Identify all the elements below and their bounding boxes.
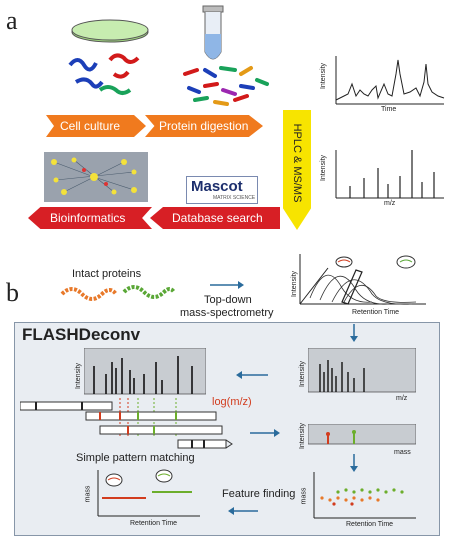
protein-digestion-step: Protein digestion — [145, 115, 263, 137]
protein-digestion-label: Protein digestion — [159, 119, 249, 133]
cell-culture-label: Cell culture — [60, 119, 121, 133]
arrow-left-icon-2 — [228, 507, 258, 515]
database-search-label: Database search — [172, 211, 263, 225]
mascot-logo: Mascot MATRIX SCIENCE — [186, 176, 258, 204]
log-mz-spectrum — [84, 348, 206, 395]
spectrum-ylabel: Intensity — [320, 154, 328, 182]
scatter-xlabel: Retention Time — [346, 521, 394, 528]
mass-plot-xlabel: mass — [394, 449, 411, 456]
mascot-logo-subtext: MATRIX SCIENCE — [213, 195, 256, 201]
cell-culture-step: Cell culture — [46, 115, 146, 137]
arrow-right-icon — [210, 281, 244, 289]
bioinformatics-label: Bioinformatics — [50, 211, 126, 225]
pattern-matching-illustration — [20, 398, 233, 449]
simple-pattern-label: Simple pattern matching — [76, 452, 195, 464]
feature-plot-xlabel: Retention Time — [130, 520, 178, 527]
mz-spectrum-ylabel: Intensity — [299, 360, 307, 388]
arrow-left-icon — [236, 371, 268, 379]
lcms-xlabel: Retention Time — [352, 309, 400, 316]
hplc-ms-label: HPLC & MS/MS — [291, 123, 303, 203]
log-mz-ylabel: Intensity — [75, 362, 83, 390]
mz-spectrum — [308, 348, 416, 393]
arrow-right-icon-2 — [250, 429, 280, 437]
spectrum-xlabel: m/z — [384, 200, 396, 207]
retention-mass-scatter — [313, 472, 416, 519]
ms-spectrum-plot — [335, 150, 444, 199]
protein-digestion-illustration — [183, 5, 269, 106]
bioinformatics-step: Bioinformatics — [28, 207, 152, 229]
arrow-down-icon — [350, 324, 358, 342]
panel-b-letter: b — [6, 278, 19, 307]
intact-proteins-illustration — [60, 285, 176, 301]
feature-plot — [97, 469, 200, 517]
top-down-label-2: mass-spectrometry — [180, 307, 274, 319]
lcms-3d-illustration — [299, 254, 426, 305]
database-search-step: Database search — [150, 207, 280, 229]
chromatogram-plot — [335, 56, 445, 105]
feature-finding-label: Feature finding — [222, 488, 296, 500]
hplc-ms-step — [283, 110, 311, 230]
chromatogram-ylabel: Intensity — [320, 62, 328, 90]
intact-proteins-label: Intact proteins — [72, 268, 142, 280]
arrow-down-icon-2 — [350, 454, 358, 472]
cell-culture-illustration — [68, 19, 149, 95]
bioinformatics-network-image — [44, 152, 148, 202]
flashdeconv-title: FLASHDeconv — [22, 325, 141, 344]
mascot-logo-text: Mascot — [191, 178, 243, 195]
mass-plot-ylabel: Intensity — [299, 422, 307, 450]
feature-plot-ylabel: mass — [84, 485, 92, 503]
scatter-ylabel: mass — [300, 487, 308, 505]
lcms-ylabel: Intensity — [291, 270, 299, 298]
chromatogram-xlabel: Time — [381, 106, 397, 113]
mz-spectrum-xlabel: m/z — [396, 395, 408, 402]
mass-plot — [308, 424, 416, 445]
log-mz-label: log(m/z) — [212, 396, 252, 408]
panel-a-letter: a — [6, 6, 18, 35]
top-down-label-1: Top-down — [204, 294, 252, 306]
